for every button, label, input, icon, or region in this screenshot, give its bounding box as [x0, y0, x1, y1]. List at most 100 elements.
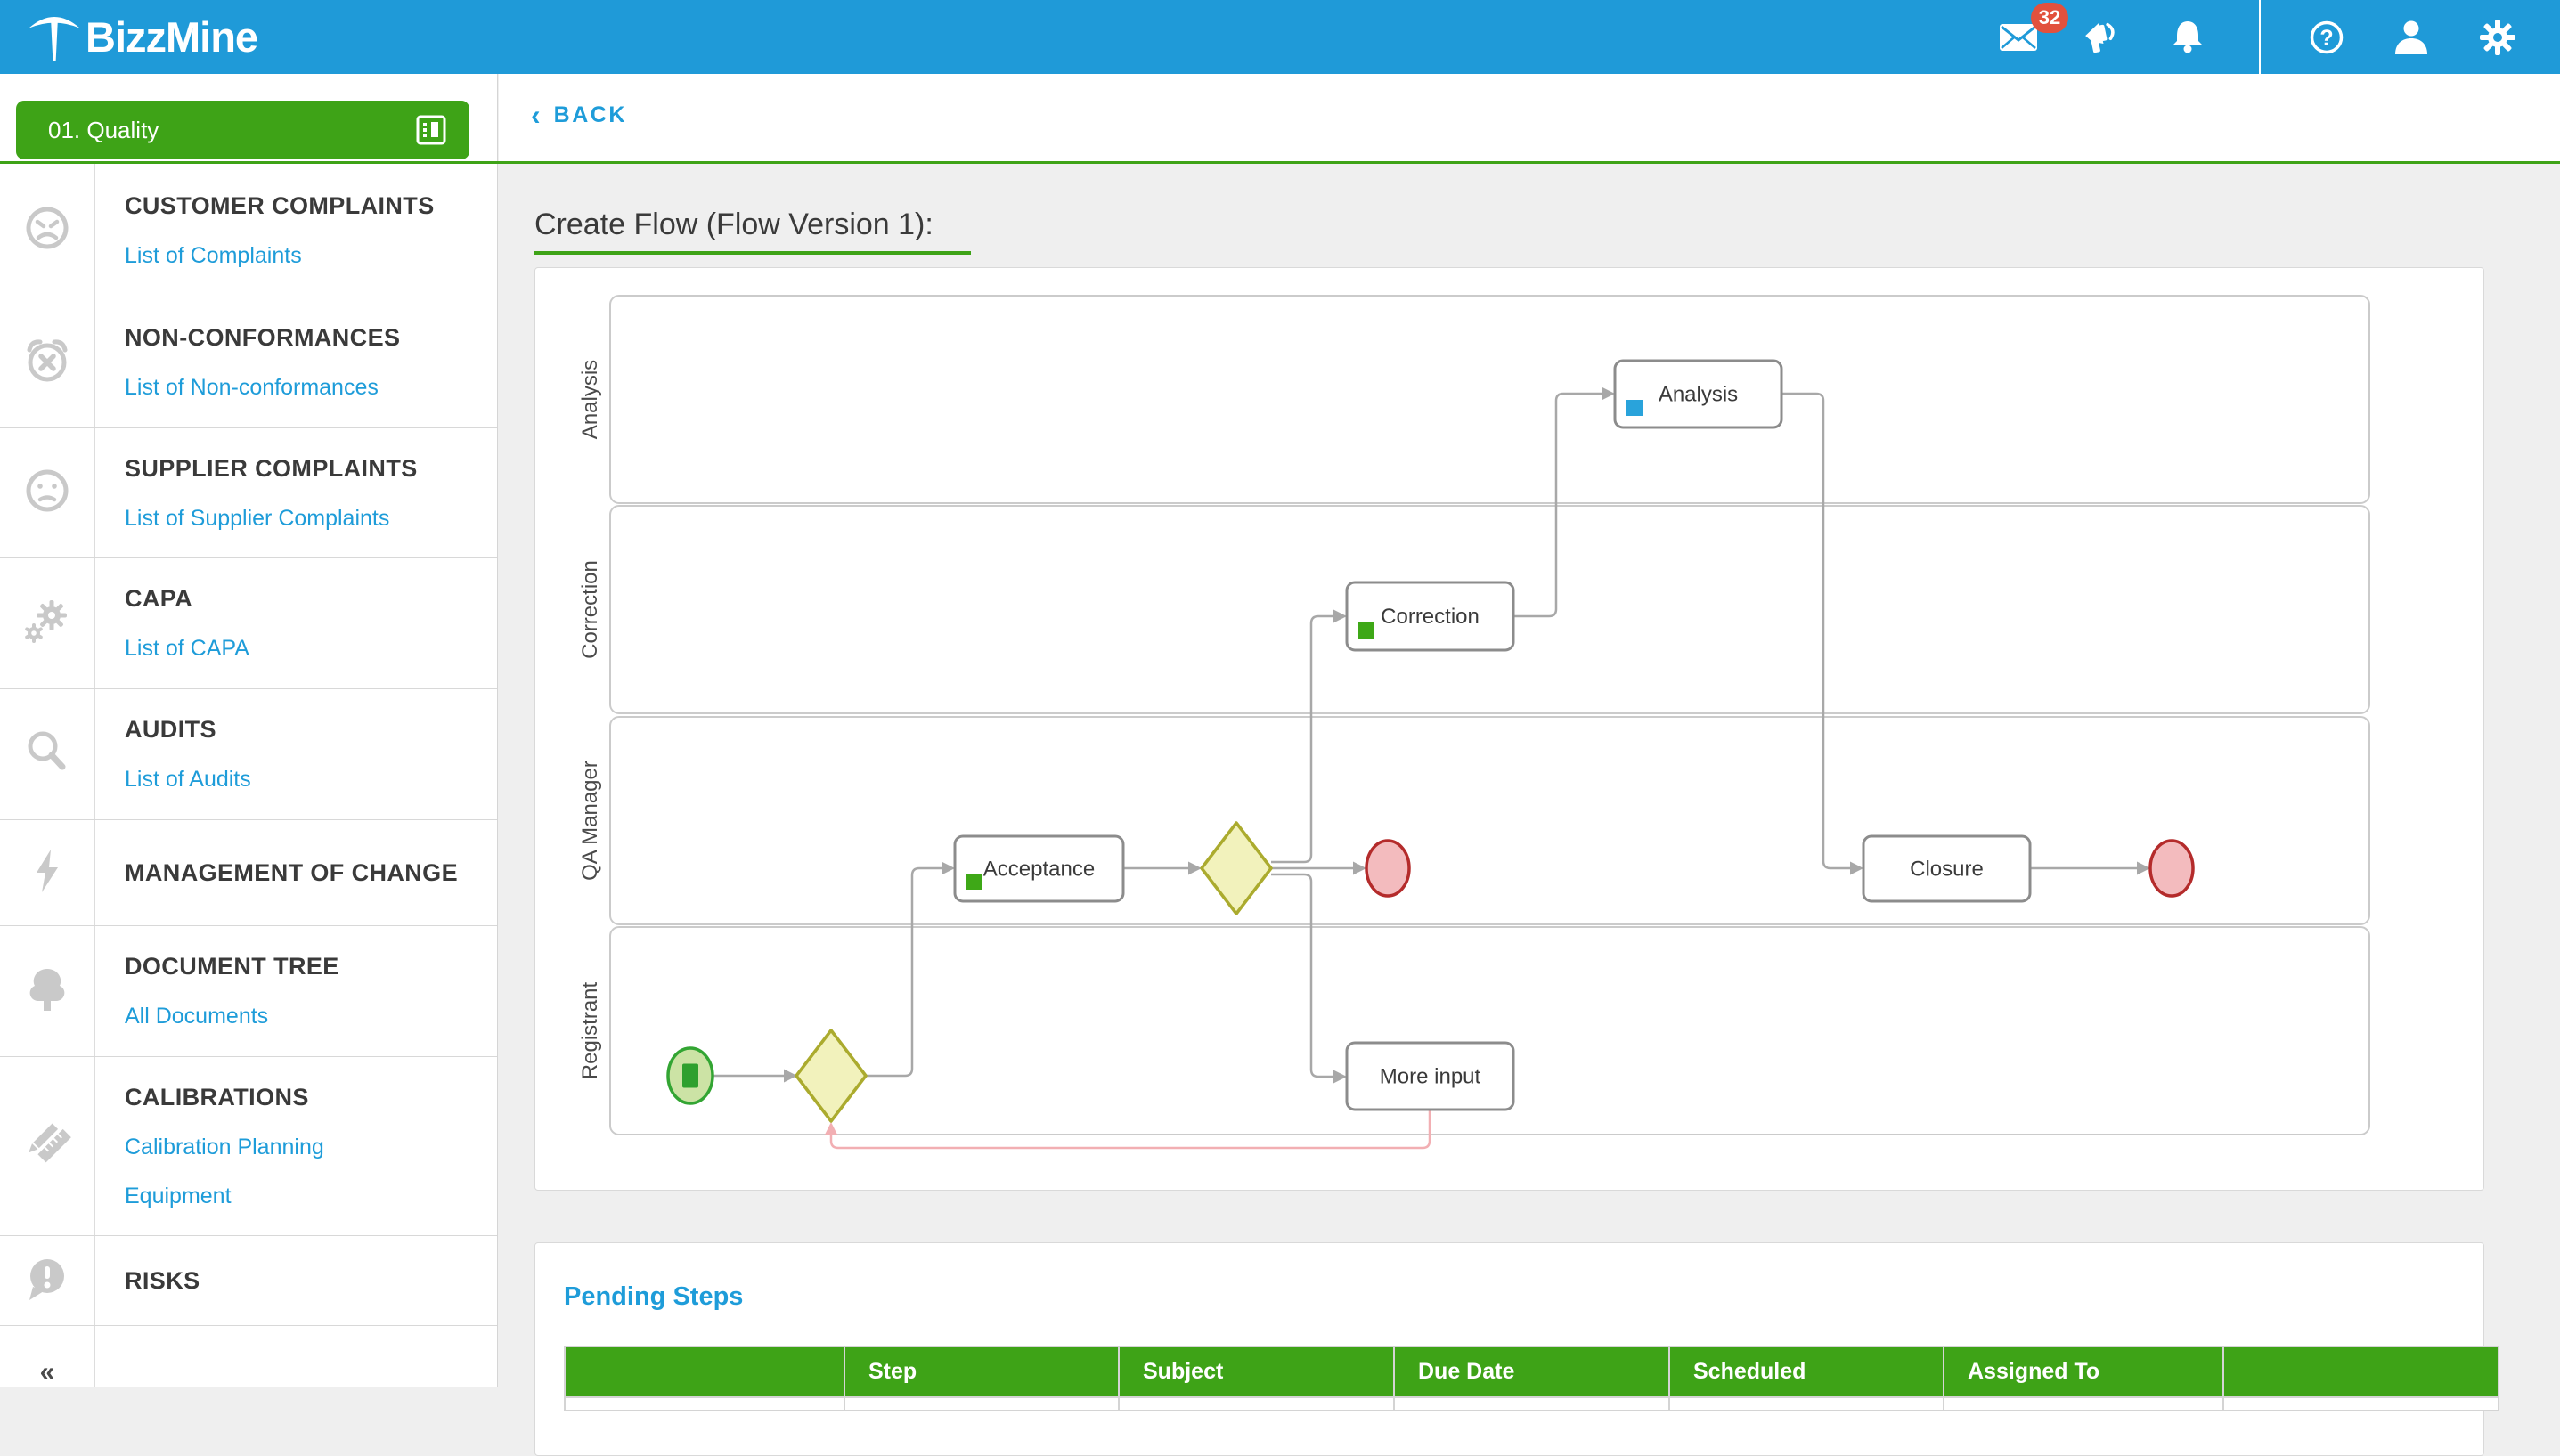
edge-gateway-to-acceptance	[866, 866, 946, 1078]
mail-icon[interactable]	[1999, 18, 2038, 57]
table-cell	[845, 1398, 1118, 1410]
column-header-subject: Subject	[1120, 1347, 1393, 1396]
bizzmine-logo[interactable]: BizzMine	[25, 5, 258, 68]
sidebar-heading-calibrations: CALIBRATIONS	[125, 1083, 309, 1110]
back-label: BACK	[553, 102, 627, 127]
gears-icon	[22, 597, 72, 651]
column-header-blank	[566, 1347, 844, 1396]
sidebar-link-list-of-supplier-complaints[interactable]: List of Supplier Complaints	[125, 505, 390, 531]
board-selector-button[interactable]: 01. Quality	[16, 101, 469, 159]
sidebar-heading-capa: CAPA	[125, 585, 193, 612]
user-icon[interactable]	[2392, 18, 2431, 57]
sidebar-link-list-of-complaints[interactable]: List of Complaints	[125, 242, 302, 268]
table-cell	[1944, 1398, 2222, 1410]
sidebar-section-body: CAPA List of CAPA	[95, 558, 497, 688]
edge-correction-to-analysis-arrowhead	[1602, 386, 1615, 401]
sidebar-section-management-of-change: MANAGEMENT OF CHANGE	[0, 820, 497, 926]
collapse-sidebar-icon[interactable]: «	[39, 1356, 55, 1387]
task-analysis[interactable]	[1613, 359, 1783, 429]
sidebar-section-document-tree: DOCUMENT TREE All Documents	[0, 926, 497, 1057]
pickaxe-icon	[29, 17, 80, 61]
lane-qa-manager	[609, 716, 2370, 925]
grid-icon	[416, 115, 446, 145]
sidebar-icon-cell: «	[0, 1326, 95, 1387]
start-event-marker	[682, 1063, 698, 1088]
task-closure[interactable]	[1862, 834, 2032, 903]
bell-icon[interactable]	[2168, 18, 2207, 57]
gear-icon[interactable]	[2478, 18, 2517, 57]
sidebar-section-body: MANAGEMENT OF CHANGE	[95, 820, 497, 925]
megaphone-icon[interactable]	[2083, 18, 2123, 57]
column-header-assigned-to: Assigned To	[1944, 1347, 2222, 1396]
sidebar-heading-document-tree: DOCUMENT TREE	[125, 953, 339, 980]
task-correction-status-marker	[1358, 622, 1374, 639]
back-strip: ‹ BACK	[499, 74, 2560, 161]
edge-correction-to-analysis	[1513, 392, 1606, 618]
edge-analysis-to-closure	[1781, 392, 1855, 870]
sidebar-link-equipment[interactable]: Equipment	[125, 1183, 232, 1208]
column-header-blank	[2224, 1347, 2498, 1396]
sidebar-heading-non-conformances: NON-CONFORMANCES	[125, 324, 401, 351]
table-row	[566, 1398, 2498, 1410]
help-icon[interactable]: ?	[2307, 18, 2346, 57]
magnifier-icon	[22, 728, 72, 782]
lane-registrant	[609, 926, 2370, 1135]
sidebar-section-body: RISKS	[95, 1236, 497, 1325]
edge-feedback-more-input-arrowhead	[824, 1122, 838, 1135]
sidebar-heading-risks: RISKS	[125, 1266, 200, 1294]
sidebar-section-non-conformances: NON-CONFORMANCES List of Non-conformances	[0, 297, 497, 428]
end-event-2[interactable]	[2148, 839, 2195, 898]
logo-text: BizzMine	[86, 12, 258, 61]
lightning-icon	[22, 846, 72, 900]
task-more-input[interactable]	[1345, 1041, 1515, 1111]
task-correction[interactable]	[1345, 581, 1515, 652]
gateway-qa[interactable]	[1200, 821, 1273, 915]
sidebar-icon-cell	[0, 297, 95, 427]
sidebar-link-calibration-planning[interactable]: Calibration Planning	[125, 1134, 324, 1159]
sidebar-section-body: MEETINGS	[95, 1326, 497, 1387]
angry-face-icon	[22, 203, 72, 257]
task-acceptance-status-marker	[966, 874, 982, 890]
back-button[interactable]: ‹ BACK	[531, 101, 627, 129]
sidebar-link-list-of-audits[interactable]: List of Audits	[125, 767, 251, 792]
task-acceptance[interactable]	[953, 834, 1125, 903]
sidebar-heading-management-of-change: MANAGEMENT OF CHANGE	[125, 858, 458, 886]
sidebar-section-body: NON-CONFORMANCES List of Non-conformances	[95, 297, 497, 427]
edge-closure-to-end-arrowhead	[2137, 861, 2150, 875]
pencil-ruler-icon	[22, 1119, 72, 1174]
end-event-1[interactable]	[1365, 839, 1411, 898]
sidebar-link-list-of-non-conformances[interactable]: List of Non-conformances	[125, 375, 379, 400]
column-header-step: Step	[845, 1347, 1118, 1396]
edge-analysis-to-closure-arrowhead	[1850, 861, 1863, 875]
column-header-scheduled: Scheduled	[1670, 1347, 1943, 1396]
task-more-input-label: More input	[1380, 1065, 1481, 1089]
sidebar-link-all-documents[interactable]: All Documents	[125, 1004, 269, 1029]
edge-start-to-gateway-arrowhead	[784, 1069, 797, 1083]
edge-gateway-to-end-arrowhead	[1353, 861, 1366, 875]
task-correction-label: Correction	[1381, 605, 1480, 629]
sad-face-icon	[22, 466, 72, 520]
sidebar-icon-cell	[0, 1236, 95, 1325]
edge-gateway-to-correction-arrowhead	[1333, 609, 1347, 623]
sidebar-icon-cell	[0, 164, 95, 297]
board-name: 01. Quality	[48, 116, 159, 143]
topbar-divider	[2259, 0, 2261, 74]
edge-acceptance-to-gateway-arrowhead	[1188, 861, 1202, 875]
lane-label: Analysis	[578, 360, 602, 439]
sidebar-icon-cell	[0, 428, 95, 557]
edge-gateway-to-acceptance-arrowhead	[942, 861, 955, 875]
table-cell	[2224, 1398, 2498, 1410]
sidebar-link-list-of-capa[interactable]: List of CAPA	[125, 636, 249, 661]
gateway-registrant[interactable]	[795, 1029, 868, 1123]
